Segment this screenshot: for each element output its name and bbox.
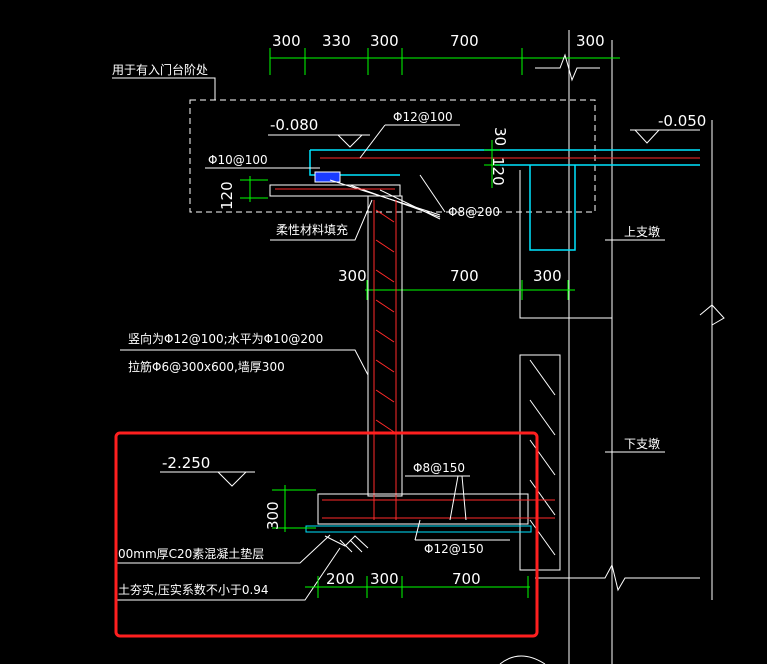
wall-note-1: 竖向为Φ12@100;水平为Φ10@200 bbox=[128, 331, 323, 346]
elevation-mark-3: -2.250 bbox=[160, 454, 255, 487]
dim-v-120-left: 120 bbox=[218, 181, 236, 210]
dim-bottom-3: 700 bbox=[452, 570, 481, 588]
wall-note-2: 拉筋Φ6@300x600,墙厚300 bbox=[128, 359, 285, 374]
dim-bottom-2: 300 bbox=[370, 570, 399, 588]
joint-filler bbox=[314, 171, 341, 183]
highlight-box bbox=[114, 431, 539, 638]
cushion-note: 00mm厚C20素混凝土垫层 bbox=[118, 546, 264, 561]
vertical-dim-300 bbox=[272, 485, 316, 532]
svg-text:-0.080: -0.080 bbox=[270, 116, 318, 134]
vertical-dim-120-left bbox=[240, 176, 268, 202]
top-dimension-line bbox=[269, 48, 620, 75]
rebar-label-5: Φ12@150 bbox=[424, 542, 484, 556]
dim-top-4: 700 bbox=[450, 32, 479, 50]
dim-top-1: 300 bbox=[272, 32, 301, 50]
rebar-label-4: Φ8@150 bbox=[413, 461, 465, 475]
rebar-label-1: Φ12@100 bbox=[393, 110, 453, 124]
filler-note: 柔性材料填充 bbox=[276, 222, 348, 237]
footing bbox=[317, 493, 529, 525]
elevation-mark-1: -0.080 bbox=[268, 116, 370, 148]
soil-note: 土夯实,压实系数不小于0.94 bbox=[118, 582, 269, 597]
dim-bottom-1: 200 bbox=[326, 570, 355, 588]
dim-top-2: 330 bbox=[322, 32, 351, 50]
break-mark bbox=[699, 304, 725, 326]
lower-support-pier bbox=[519, 354, 561, 571]
dim-mid-1: 300 bbox=[338, 267, 367, 285]
bottom-dimension-line bbox=[305, 576, 530, 598]
lower-support-label: 下支墩 bbox=[624, 437, 660, 451]
dim-v-300: 300 bbox=[264, 501, 282, 530]
entrance-leader bbox=[112, 77, 216, 100]
break-line-top bbox=[535, 53, 600, 82]
elevation-mark-2: -0.050 bbox=[630, 112, 706, 144]
retaining-wall bbox=[367, 195, 403, 497]
arc-fragment bbox=[499, 655, 546, 664]
svg-text:-2.250: -2.250 bbox=[162, 454, 210, 472]
rebar-label-3: Φ8@200 bbox=[448, 205, 500, 219]
rebar-label-2: Φ10@100 bbox=[208, 153, 268, 167]
upper-support-pier bbox=[519, 170, 612, 319]
dashed-detail-box bbox=[189, 99, 596, 213]
dim-v-120: 120 bbox=[489, 157, 507, 186]
soil-hatch bbox=[324, 535, 369, 549]
dim-top-5: 300 bbox=[576, 32, 605, 50]
vertical-dim-30-120 bbox=[484, 140, 500, 188]
upper-support-label: 上支墩 bbox=[624, 225, 660, 239]
dim-mid-3: 300 bbox=[533, 267, 562, 285]
wall-ties bbox=[375, 209, 395, 433]
break-line-bottom bbox=[535, 563, 700, 592]
svg-text:-0.050: -0.050 bbox=[658, 112, 706, 130]
dim-v-30: 30 bbox=[491, 127, 509, 146]
dim-top-3: 300 bbox=[370, 32, 399, 50]
dim-mid-2: 700 bbox=[450, 267, 479, 285]
entrance-note: 用于有入门台阶处 bbox=[112, 62, 208, 77]
